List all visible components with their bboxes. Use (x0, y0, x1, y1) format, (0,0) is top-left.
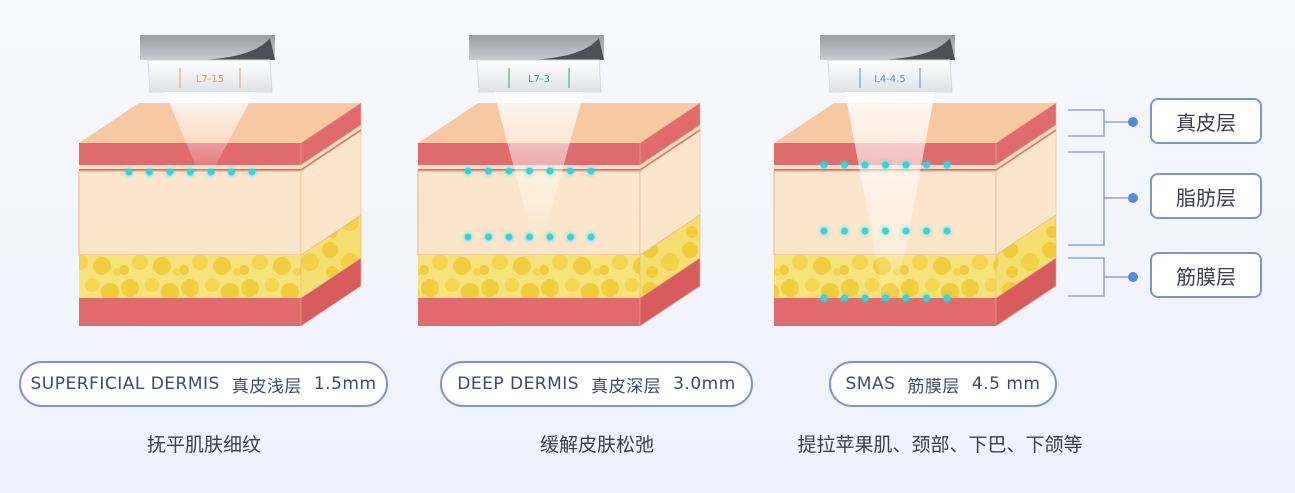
front-fat-layer (418, 255, 640, 298)
focus-dot (902, 227, 910, 235)
focus-dot (943, 294, 951, 302)
focus-dot (166, 168, 174, 176)
front-thin-layer (79, 165, 301, 169)
focus-dot (841, 227, 848, 235)
pill-en-text: DEEP DERMIS (457, 374, 580, 394)
focus-dot (902, 294, 910, 302)
focus-dot (248, 168, 256, 176)
probe-handle-shadow (880, 38, 955, 60)
probe-handle-shadow (529, 38, 604, 60)
ultrasound-beam (845, 92, 935, 300)
focus-dot (485, 167, 492, 175)
pill-en-text: SMAS (845, 374, 896, 394)
focus-dot (146, 168, 153, 176)
description-deep: 缓解皮肤松弛 (539, 434, 654, 456)
probe-label: L7-15 (196, 74, 224, 85)
focus-dot (861, 161, 869, 169)
focus-dot (228, 168, 235, 176)
focus-dot (943, 227, 951, 235)
focus-dot (526, 167, 533, 175)
focus-dot (505, 233, 513, 241)
legend-dot (1128, 193, 1138, 203)
probe-tip (147, 59, 273, 93)
focus-dot (464, 167, 472, 175)
legend-dermis: 真皮层 (1150, 98, 1262, 144)
legend-brackets (1068, 109, 1138, 297)
side-layer (300, 257, 362, 327)
focus-dot (820, 227, 828, 235)
skin-block-deep: L7-3 (417, 35, 701, 327)
focus-dot (841, 161, 848, 169)
pill-depth-text: 4.5 mm (971, 374, 1041, 394)
focus-dot (923, 294, 930, 302)
focus-dot (820, 161, 828, 169)
focus-dot (923, 161, 930, 169)
front-muscle-layer (418, 298, 640, 326)
focus-dot (207, 168, 215, 176)
probe-tip (476, 59, 602, 93)
focus-dot (861, 227, 869, 235)
focus-dot (587, 167, 595, 175)
skin-block-smas: L4-4.5 (773, 35, 1057, 327)
depth-pill-deep: DEEP DERMIS 真皮深层 3.0mm (440, 361, 753, 407)
focus-dot (882, 227, 889, 235)
focus-dot (546, 167, 554, 175)
focus-dot (485, 233, 492, 241)
side-layer (995, 257, 1057, 327)
legend-bracket (1068, 257, 1105, 297)
probe-tip (827, 59, 953, 93)
description-smas: 提拉苹果肌、颈部、下巴、下颌等 (797, 434, 1083, 456)
depth-pill-smas: SMAS 筋膜层 4.5 mm (829, 361, 1057, 407)
pill-depth-text: 1.5mm (313, 374, 377, 394)
focus-dot (882, 161, 889, 169)
focus-dot (902, 161, 910, 169)
focus-dot (943, 161, 951, 169)
pill-cn-text: 真皮浅层 (231, 376, 302, 397)
pill-cn-text: 真皮深层 (591, 376, 662, 397)
depth-pill-superficial: SUPERFICIAL DERMIS 真皮浅层 1.5mm (19, 361, 388, 407)
pill-en-text: SUPERFICIAL DERMIS (30, 374, 220, 394)
ultrasound-beam (165, 92, 255, 174)
pill-cn-text: 筋膜层 (907, 376, 960, 397)
skin-block-superficial: L7-15 (78, 35, 362, 327)
focus-dot (567, 233, 574, 241)
probe-handle (820, 35, 955, 60)
side-layer (639, 257, 701, 327)
front-fat-layer (79, 255, 301, 298)
focus-dot (505, 167, 513, 175)
focus-dot (187, 168, 194, 176)
focus-dot (841, 294, 848, 302)
focus-dot (923, 227, 930, 235)
front-muscle-layer (79, 298, 301, 326)
front-dermis-layer (79, 143, 301, 165)
legend-dot (1128, 117, 1138, 127)
legend-bracket (1068, 109, 1105, 137)
focus-dot (125, 168, 133, 176)
legend-bracket (1068, 151, 1105, 246)
probe-label: L7-3 (528, 74, 550, 85)
focus-dot (587, 233, 595, 241)
focus-dot (820, 294, 828, 302)
legend-dot (1128, 272, 1138, 282)
focus-dot (546, 233, 554, 241)
focus-dot (526, 233, 533, 241)
description-superficial: 抚平肌肤细纹 (146, 434, 261, 456)
legend-smas: 筋膜层 (1150, 252, 1262, 298)
ultrasound-beam (494, 92, 584, 236)
front-hypodermis-layer (78, 170, 302, 256)
focus-dot (861, 294, 869, 302)
focus-dot (882, 294, 889, 302)
focus-dot (567, 167, 574, 175)
pill-depth-text: 3.0mm (673, 374, 736, 394)
probe-label: L4-4.5 (874, 74, 905, 85)
probe-handle (469, 35, 604, 60)
probe-handle-shadow (200, 38, 275, 60)
focus-dot (464, 233, 472, 241)
legend-fat: 脂肪层 (1150, 173, 1262, 219)
front-muscle-layer (774, 298, 996, 326)
probe-handle (140, 35, 275, 60)
